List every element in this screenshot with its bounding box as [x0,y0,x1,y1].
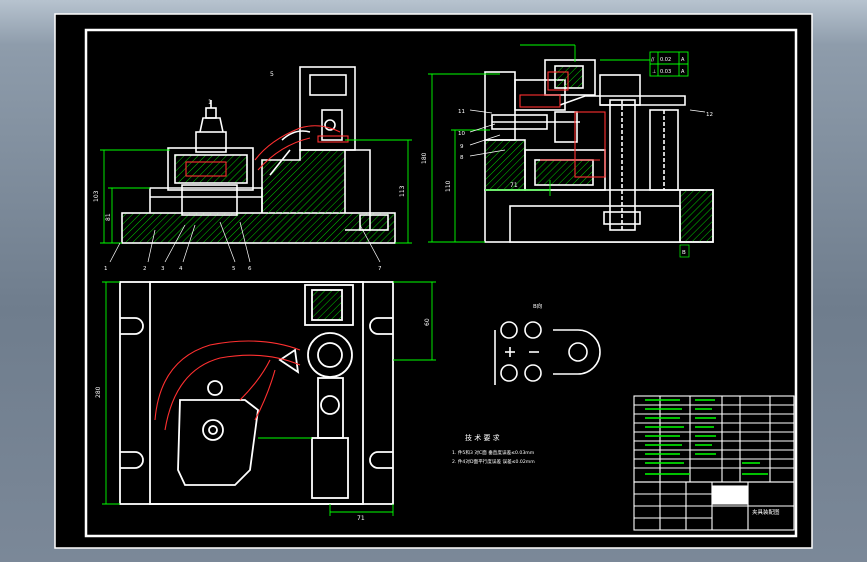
side-datum-B: B [682,250,686,256]
front-view-dimensions [100,139,412,244]
detail-view-label: B向 [533,302,542,310]
side-balloon-10: 10 [458,131,465,137]
dim-71-side: 71 [510,182,518,189]
dim-180: 180 [421,152,428,164]
side-balloon-8: 8 [460,155,464,161]
front-balloon-3: 3 [161,266,165,272]
dim-280: 280 [95,386,102,398]
front-label-top: 1 [208,99,212,106]
dim-81: 81 [105,213,112,221]
side-balloon-9: 9 [460,144,464,150]
detail-view [494,321,601,385]
front-balloon-6: 6 [248,266,252,272]
tech-item-2: 2. 件4对D面平行度误差 误差≤0.02mm [452,458,535,465]
parts-list-entries [645,399,768,475]
drawing-border [84,28,798,538]
tol-r2-val: 0.03 [660,69,671,75]
front-balloon-1: 1 [104,266,108,272]
tolerance-text: // 0.02 A ⊥ 0.03 A [651,57,685,75]
tolerance-frame [649,51,689,77]
dim-60: 60 [424,318,431,326]
tech-item-1: 1. 件5和3 对C面 垂直度误差≤0.03mm [452,449,535,456]
dim-113: 113 [399,185,406,197]
side-balloon-12: 12 [706,112,713,118]
front-balloon-7: 7 [378,266,382,272]
front-balloon-5: 5 [232,266,236,272]
top-view-hidden [154,340,301,431]
side-view-dim-text: 180 110 71 [421,152,518,192]
tol-r2-sym: ⊥ [652,69,656,75]
tol-r1-val: 0.02 [660,57,671,63]
top-view-dimensions [102,281,436,516]
tol-r1-datum: A [681,57,685,63]
front-balloon-4: 4 [179,266,183,272]
parts-list [633,395,795,483]
front-view [121,66,396,244]
dim-71-top: 71 [357,515,365,522]
front-view-hidden [185,125,349,177]
side-view-hidden [519,71,606,178]
tol-r1-sym: // [651,57,655,63]
side-balloon-11: 11 [458,109,465,115]
dim-103: 103 [93,190,100,202]
front-view-balloons: 1 2 3 4 5 6 7 [104,221,382,272]
front-balloon-2: 2 [143,266,147,272]
side-view-balloons: 11 10 9 8 12 B [458,109,713,258]
top-view [119,281,394,505]
front-view-dim-text: 103 81 113 1 5 [93,71,406,221]
tech-requirements: 技 术 要 求 1. 件5和3 对C面 垂直度误差≤0.03mm 2. 件4对D… [452,433,535,465]
front-section-mark: 5 [270,71,274,78]
title-block [633,481,795,531]
title-block-title: 夹具装配图 [752,508,780,516]
dim-110: 110 [445,180,452,192]
top-view-dim-text: 280 60 71 [95,318,431,522]
side-view-dimensions [428,44,650,243]
tech-title: 技 术 要 求 [465,433,500,442]
tol-r2-datum: A [681,69,685,75]
